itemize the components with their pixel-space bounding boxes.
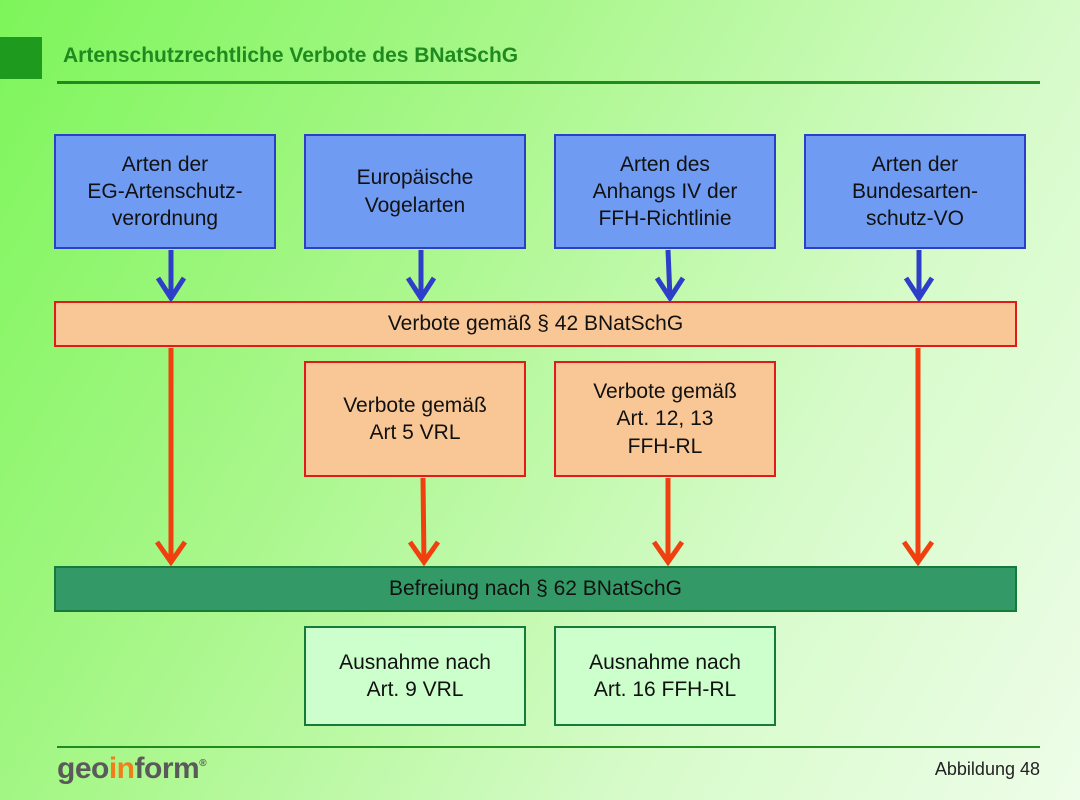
red-arrow-2-shaft [420,477,427,563]
box-bundesartenschutz-vo: Arten der Bundesarten- schutz-VO [804,134,1026,249]
blue-arrow-1-head [155,276,187,303]
blue-arrow-4-head [903,276,935,303]
blue-arrow-3-head [654,276,686,303]
red-arrow-1-head [154,540,188,567]
box-ausnahme-art16-ffh: Ausnahme nach Art. 16 FFH-RL [554,626,776,726]
box-ffh-anhang-iv: Arten des Anhangs IV der FFH-Richtlinie [554,134,776,249]
footer-divider [57,746,1040,748]
page-title: Artenschutzrechtliche Verbote des BNatSc… [63,44,519,67]
red-arrow-3-head [651,540,685,567]
bar-verbote-42-bnatschg: Verbote gemäß § 42 BNatSchG [54,301,1017,347]
logo-text-form: form [134,752,200,785]
box-verbote-art5-vrl: Verbote gemäß Art 5 VRL [304,361,526,477]
geoinform-logo: geoinform® [57,752,207,786]
figure-label: Abbildung 48 [934,759,1040,779]
corner-square-decoration [0,37,42,79]
logo-registered-mark: ® [199,758,207,769]
title-underline [57,81,1040,84]
blue-arrow-3-shaft [665,249,673,299]
red-arrow-2-head [407,540,441,567]
logo-text-in: in [108,752,135,785]
box-verbote-art12-13-ffh: Verbote gemäß Art. 12, 13 FFH-RL [554,361,776,477]
box-eg-artenschutzverordnung: Arten der EG-Artenschutz- verordnung [54,134,276,249]
bar-befreiung-62-bnatschg: Befreiung nach § 62 BNatSchG [54,566,1017,612]
logo-text-geo: geo [57,752,109,785]
red-arrow-4-head [901,540,935,567]
blue-arrow-2-head [405,276,437,303]
box-europaeische-vogelarten: Europäische Vogelarten [304,134,526,249]
box-ausnahme-art9-vrl: Ausnahme nach Art. 9 VRL [304,626,526,726]
